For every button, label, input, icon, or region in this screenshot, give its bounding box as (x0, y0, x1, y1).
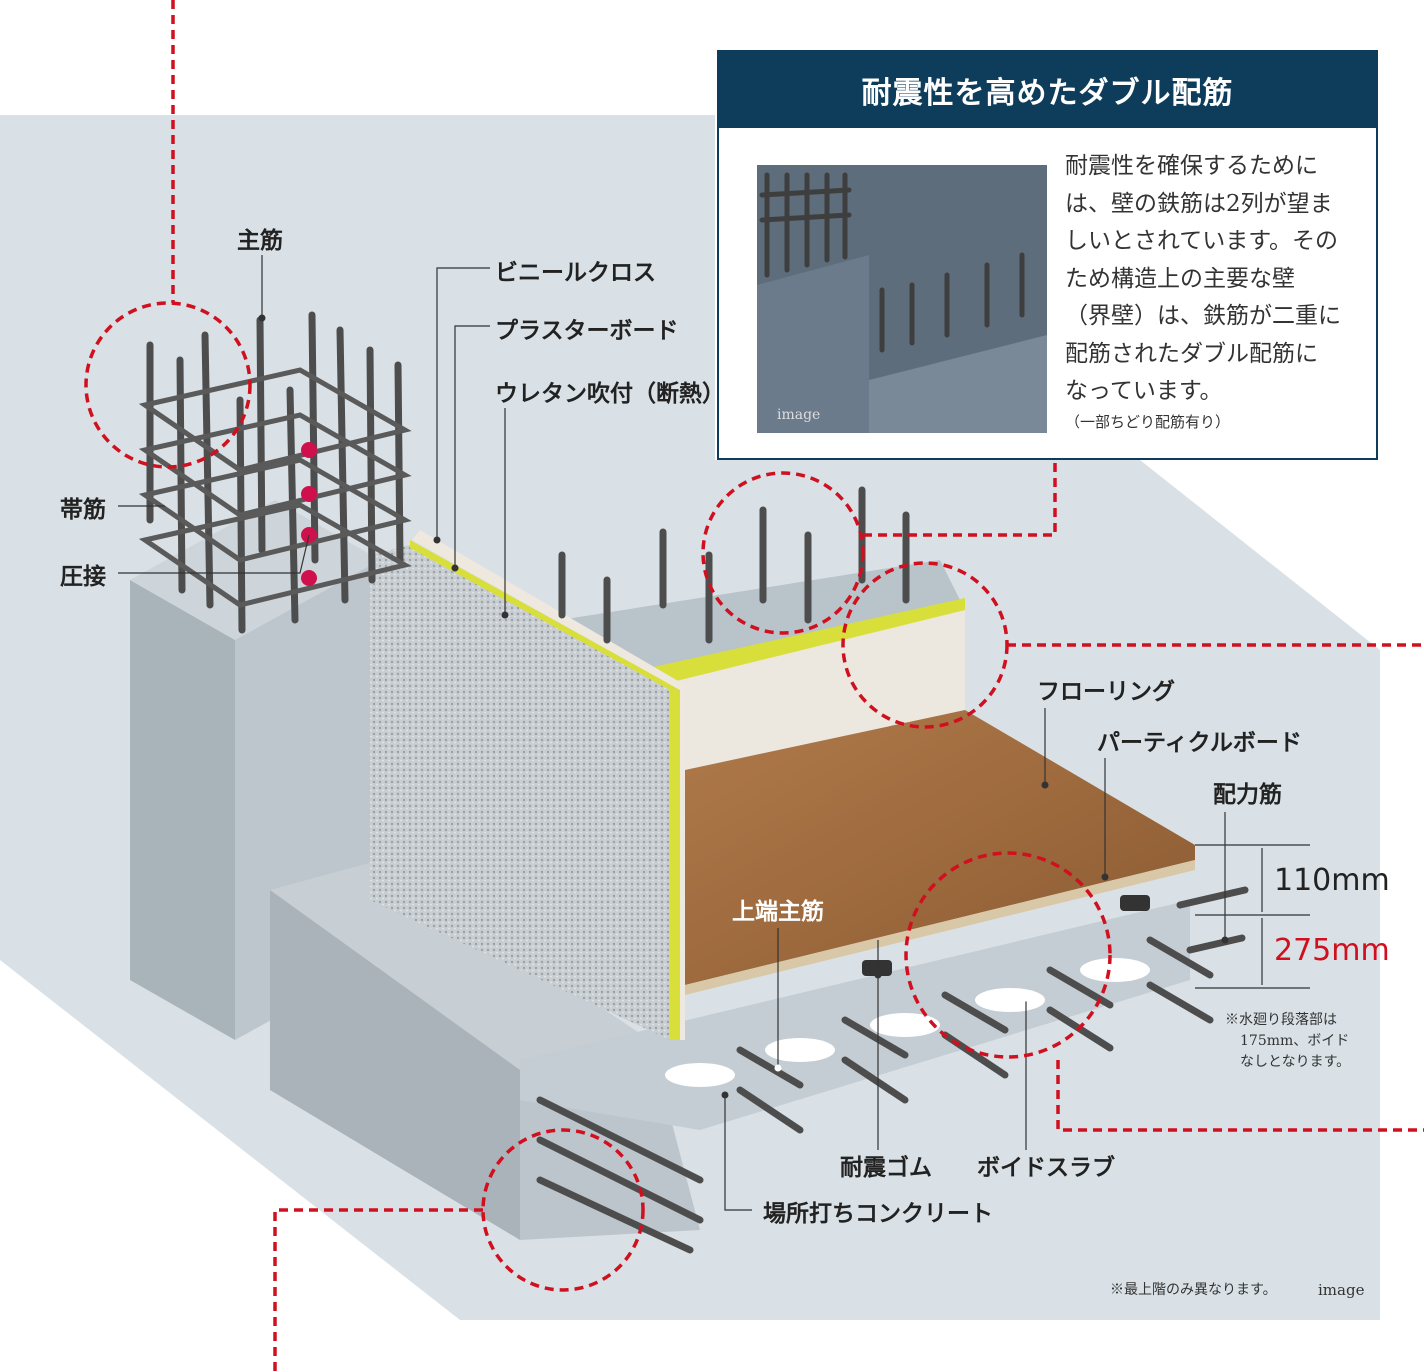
note-top-floor: ※最上階のみ異なります。 (1110, 1282, 1277, 1298)
image-caption: image (1318, 1281, 1365, 1299)
note-line: ※水廻り段落部は (1225, 1012, 1337, 1028)
info-line: は、壁の鉄筋は2列が望ま (1065, 190, 1333, 217)
label-distribution-bar: 配力筋 (1213, 782, 1282, 808)
info-box-title: 耐震性を高めたダブル配筋 (719, 52, 1376, 128)
note-line: なしとなります。 (1240, 1054, 1351, 1070)
label-seismic-rubber: 耐震ゴム (840, 1155, 932, 1181)
label-plaster-board: プラスターボード (495, 318, 679, 344)
info-box: 耐震性を高めたダブル配筋 image 耐震性を確保するために は、壁の鉄筋は2列… (717, 50, 1378, 460)
double-rebar-illustration (757, 165, 1047, 433)
double-rebar-image: image (757, 165, 1047, 433)
label-urethane: ウレタン吹付（断熱） (495, 381, 725, 407)
label-main-rebar: 主筋 (237, 228, 283, 254)
info-box-text: 耐震性を確保するために は、壁の鉄筋は2列が望ま しいとされています。その ため… (1065, 148, 1365, 433)
column (130, 580, 235, 1040)
dimension-slab: 275mm (1274, 933, 1390, 968)
label-flooring: フローリング (1037, 679, 1175, 705)
label-cast-concrete: 場所打ちコンクリート (763, 1201, 993, 1227)
info-line: しいとされています。その (1065, 228, 1339, 254)
info-line: （界壁）は、鉄筋が二重に (1065, 303, 1341, 329)
beam (270, 890, 520, 1240)
info-line: 耐震性を確保するために (1065, 153, 1318, 179)
info-line: 配筋されたダブル配筋に (1065, 340, 1318, 367)
info-line: ため構造上の主要な壁 (1065, 265, 1295, 292)
urethane-wall (370, 545, 670, 1040)
label-vinyl-cloth: ビニールクロス (495, 260, 656, 286)
flooring (685, 710, 1195, 985)
info-line: なっています。 (1065, 378, 1223, 404)
label-particle-board: パーティクルボード (1097, 730, 1302, 756)
label-void-slab: ボイドスラブ (977, 1155, 1115, 1181)
wall-concrete (560, 560, 960, 680)
label-top-main-bar: 上端主筋 (732, 899, 824, 925)
inset-image-caption: image (777, 407, 821, 423)
dimension-floor: 110mm (1274, 863, 1390, 898)
info-subnote: （一部ちどり配筋有り） (1065, 412, 1231, 431)
label-pressure-weld: 圧接 (60, 564, 106, 590)
label-hoop: 帯筋 (60, 497, 106, 523)
note-wet-area: ※水廻り段落部は 175mm、ボイド なしとなります。 (1225, 1010, 1350, 1073)
note-line: 175mm、ボイド (1240, 1033, 1350, 1049)
